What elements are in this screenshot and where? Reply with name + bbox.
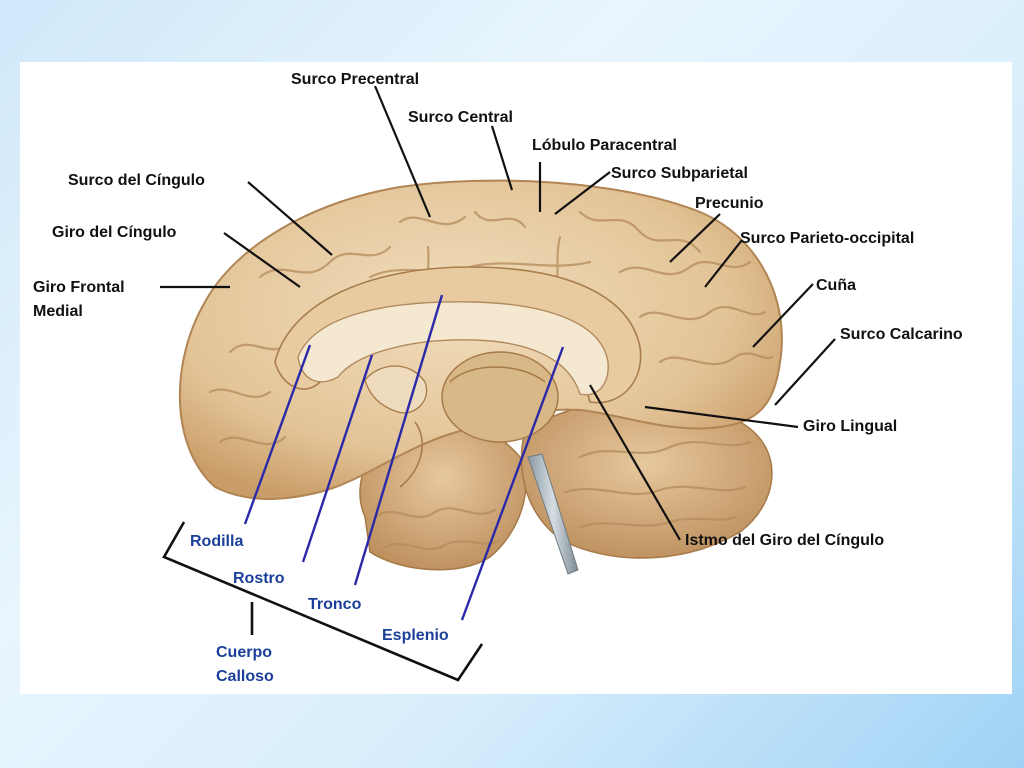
label-surco-calcarino: Surco Calcarino (840, 326, 963, 343)
label-cuerpo-2: Calloso (216, 668, 274, 685)
label-tronco: Tronco (308, 596, 362, 613)
label-esplenio: Esplenio (382, 627, 449, 644)
label-rostro: Rostro (233, 570, 285, 587)
label-precunio: Precunio (695, 195, 764, 212)
gyri-texture (208, 210, 774, 551)
label-giro-lingual: Giro Lingual (803, 418, 897, 435)
labels: Surco Precentral Surco Central Lóbulo Pa… (33, 71, 963, 685)
dissection-rod (527, 453, 579, 575)
brain-diagram: Surco Precentral Surco Central Lóbulo Pa… (33, 71, 963, 685)
leader-lines-black (160, 85, 836, 541)
label-surco-central: Surco Central (408, 109, 513, 126)
label-giro-frontal-2: Medial (33, 303, 83, 320)
label-istmo: Istmo del Giro del Cíngulo (685, 532, 884, 549)
label-lobulo-paracentral: Lóbulo Paracentral (532, 137, 677, 154)
label-cuerpo-1: Cuerpo (216, 644, 272, 661)
label-giro-cingulo: Giro del Cíngulo (52, 224, 177, 241)
label-surco-cingulo: Surco del Cíngulo (68, 172, 205, 189)
label-surco-parieto-occipital: Surco Parieto-occipital (740, 230, 914, 247)
label-rodilla: Rodilla (190, 533, 243, 550)
slide-panel: Surco Precentral Surco Central Lóbulo Pa… (20, 62, 1012, 694)
brain-illustration (178, 179, 783, 575)
label-cuna: Cuña (816, 277, 856, 294)
thalamus-shape (441, 351, 559, 443)
label-giro-frontal-1: Giro Frontal (33, 279, 125, 296)
leader-lines-blue (243, 294, 565, 621)
label-surco-precentral: Surco Precentral (291, 71, 419, 88)
label-surco-subparietal: Surco Subparietal (611, 165, 748, 182)
corpus-callosum-bracket (162, 521, 484, 682)
